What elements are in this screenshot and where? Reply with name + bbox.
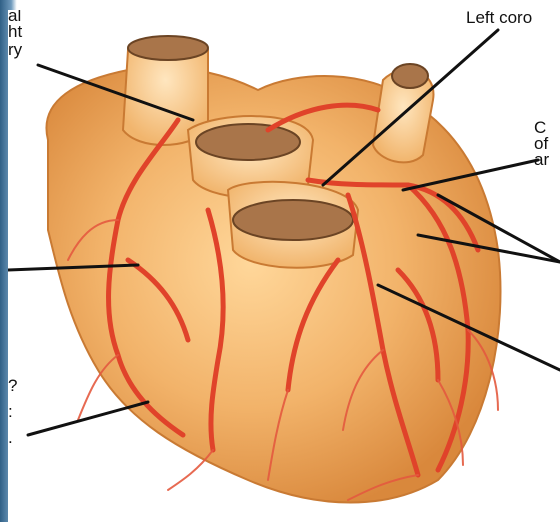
right-vessel-opening	[392, 64, 428, 88]
aorta-opening	[128, 36, 208, 60]
pulmonary-opening	[196, 124, 300, 160]
label-top-left-2: ht	[8, 24, 22, 40]
label-left-coronary: Left coro	[466, 10, 532, 26]
label-right-3: ar	[534, 152, 549, 168]
label-top-left-3: ry	[8, 42, 22, 58]
label-bottom-left-1: ?	[8, 378, 17, 394]
label-bottom-left-3: .	[8, 430, 13, 446]
label-bottom-left-2: :	[8, 404, 13, 420]
leader-line-bottom-left	[28, 402, 148, 435]
diagram-card: al ht ry Left coro C of ar ? : .	[8, 10, 560, 522]
vena-cava-opening	[233, 200, 353, 240]
heart-diagram	[8, 10, 560, 522]
